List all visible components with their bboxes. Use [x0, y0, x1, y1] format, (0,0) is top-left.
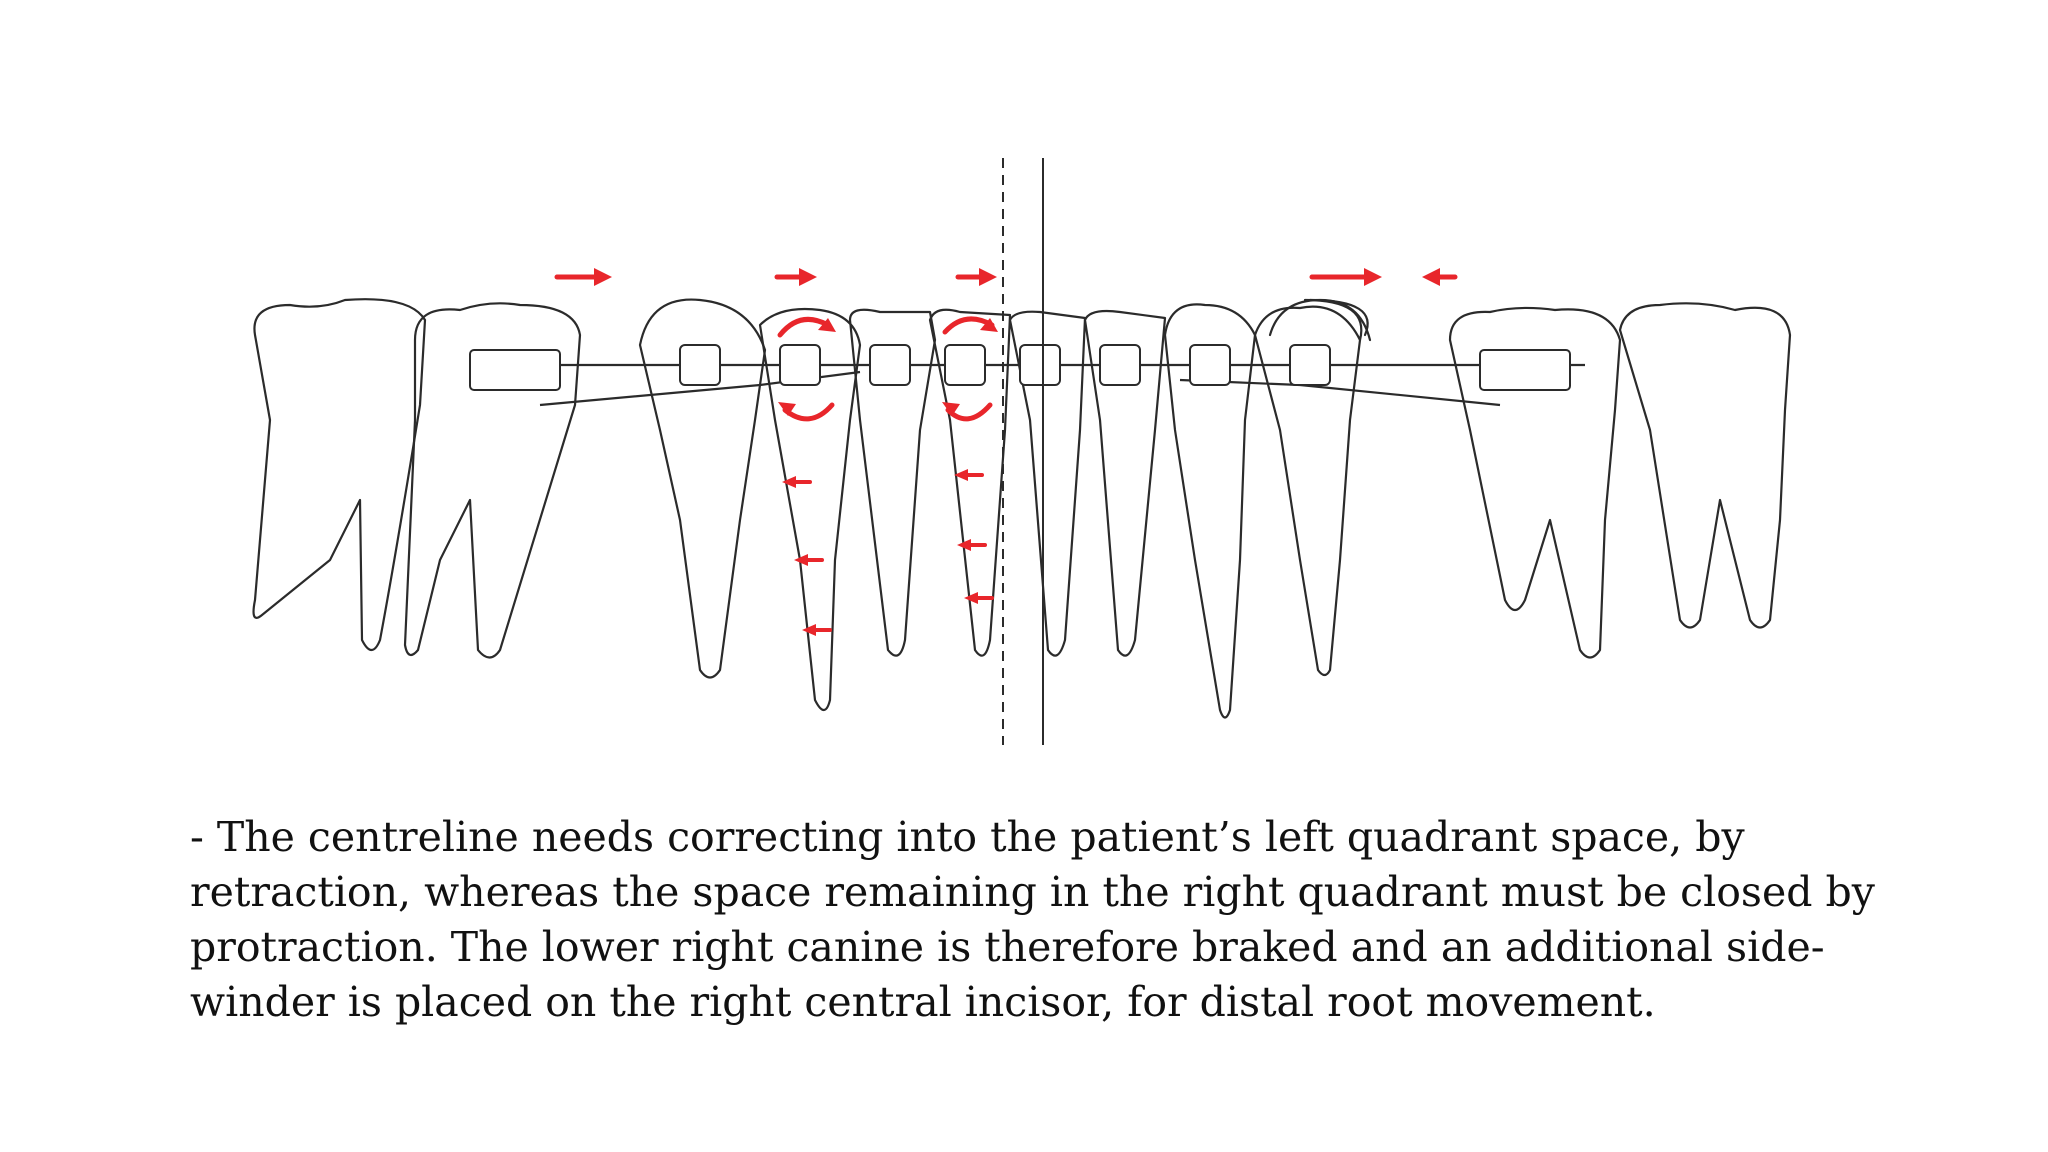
tooth-right-central-incisor — [1008, 310, 1087, 657]
bracket-left-premolar-2 — [679, 344, 721, 386]
root-arrow-left-1 — [782, 476, 812, 488]
arrow-right-3 — [955, 268, 997, 286]
rotation-arrow-lower-right — [942, 402, 993, 422]
tooth-left-first-molar — [403, 302, 582, 659]
root-arrow-right-1 — [954, 469, 984, 481]
tooth-right-second-molar — [1618, 302, 1792, 629]
tooth-right-canine — [1163, 303, 1257, 719]
root-arrow-right-2 — [957, 539, 987, 551]
tooth-right-first-molar — [1448, 306, 1622, 659]
molar-tube-left — [469, 349, 561, 391]
elastic-chain-left — [539, 370, 861, 407]
bracket-right-canine — [1189, 344, 1231, 386]
rotation-arrow-lower-left — [778, 402, 835, 422]
arrow-right-4 — [1309, 268, 1382, 286]
bracket-right-premolar — [1289, 344, 1331, 386]
tooth-left-second-molar — [252, 298, 427, 652]
root-arrow-left-3 — [802, 624, 832, 636]
tooth-right-first-premolar — [1253, 305, 1362, 677]
tooth-left-first-premolar — [758, 307, 862, 712]
arrow-right-1 — [554, 268, 612, 286]
bracket-left-central — [944, 344, 986, 386]
slide-caption: - The centreline needs correcting into t… — [190, 813, 1875, 1026]
bracket-left-lateral — [869, 344, 911, 386]
orthodontic-diagram — [252, 158, 1792, 745]
bracket-right-central — [1019, 344, 1061, 386]
root-arrow-left-2 — [794, 554, 824, 566]
rotation-arrow-upper-right — [942, 316, 998, 335]
arrow-left-1 — [1422, 268, 1458, 286]
bracket-left-premolar-1 — [779, 344, 821, 386]
molar-tube-right — [1479, 349, 1571, 391]
bracket-right-lateral — [1099, 344, 1141, 386]
tooth-right-second-premolar-body — [1268, 298, 1372, 342]
tooth-left-second-premolar — [638, 298, 767, 679]
root-arrow-right-3 — [964, 592, 994, 604]
tooth-left-lateral-incisor — [848, 308, 937, 657]
arrow-right-2 — [774, 268, 817, 286]
tooth-right-lateral-incisor — [1083, 309, 1167, 657]
rotation-arrow-upper-left — [777, 316, 836, 338]
tooth-left-central-incisor — [928, 308, 1012, 657]
